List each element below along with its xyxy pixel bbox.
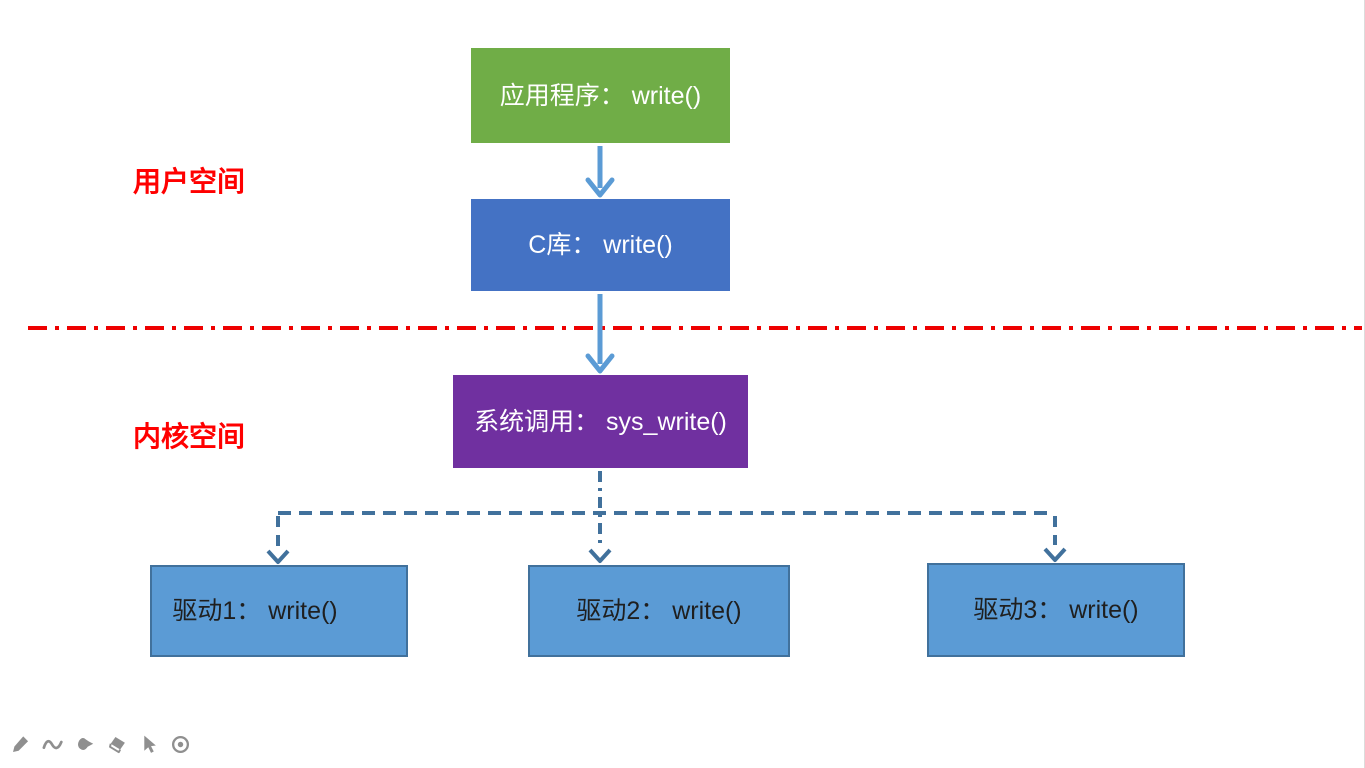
kernel-space-label: 内核空间 <box>133 421 246 452</box>
annotation-toolbar <box>10 733 191 756</box>
laser-pointer-icon[interactable] <box>170 733 191 756</box>
driver1-node: 驱动1： write() <box>150 565 408 657</box>
pen-icon[interactable] <box>10 733 31 756</box>
arrow-syscall-to-driver1-head <box>266 549 290 564</box>
cursor-icon[interactable] <box>138 733 159 756</box>
driver3-node: 驱动3： write() <box>927 563 1185 657</box>
app-program-label: 应用程序： write() <box>499 81 702 110</box>
curve-icon[interactable] <box>42 733 63 756</box>
syscall-label: 系统调用： sys_write() <box>474 407 727 436</box>
marker-icon[interactable] <box>74 733 95 756</box>
driver1-label: 驱动1： write() <box>172 597 338 625</box>
arrow-clib-to-syscall-head <box>585 353 615 374</box>
arrow-syscall-to-driver2-head <box>588 548 612 563</box>
driver2-node: 驱动2： write() <box>528 565 790 657</box>
syscall-node: 系统调用： sys_write() <box>453 375 748 468</box>
eraser-icon[interactable] <box>106 733 127 756</box>
driver2-label: 驱动2： write() <box>576 597 742 625</box>
driver3-label: 驱动3： write() <box>973 596 1139 624</box>
user-space-label: 用户空间 <box>133 166 246 197</box>
c-library-node: C库： write() <box>471 199 730 291</box>
app-program-node: 应用程序： write() <box>471 48 730 143</box>
arrow-syscall-to-driver3-head <box>1043 547 1067 562</box>
arrow-app-to-clib-head <box>585 177 615 198</box>
c-library-label: C库： write() <box>528 231 673 259</box>
